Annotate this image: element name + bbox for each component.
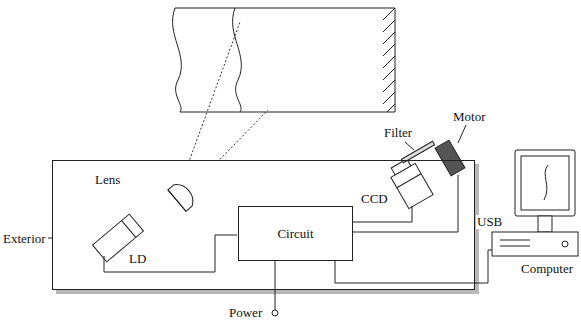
leader-line: [458, 125, 466, 143]
ccd-lens: [391, 159, 411, 175]
wire: [335, 250, 492, 283]
break-line: [233, 8, 242, 112]
housing-label: Exterior: [3, 232, 46, 246]
exterior-shadow: [52, 160, 479, 294]
part-label: LD: [128, 252, 147, 266]
part-label: Filter: [383, 126, 413, 140]
laser-diode-line: [122, 221, 136, 238]
part-label: Motor: [452, 110, 487, 124]
leader-line: [405, 142, 414, 150]
lens-line: [168, 190, 186, 211]
monitor-stand: [538, 216, 552, 232]
wire: [352, 206, 412, 222]
drive-slot: [500, 240, 530, 241]
object-edge: [175, 8, 395, 9]
monitor: [515, 150, 575, 216]
wire: [352, 175, 458, 232]
box-label: Circuit: [277, 227, 313, 241]
wires: [104, 175, 492, 316]
screen: [521, 156, 569, 210]
hatching: [383, 8, 395, 112]
port-label: USB: [476, 215, 503, 229]
housing-ground: [52, 160, 475, 290]
power-button: [562, 241, 568, 247]
wire: [104, 235, 237, 272]
motor-body: [435, 140, 465, 176]
part-label: Lens: [94, 173, 121, 187]
computer-tower: [492, 232, 578, 256]
computer: [492, 150, 578, 256]
object-edge: [395, 8, 396, 112]
wire: [275, 260, 276, 310]
lens: [168, 180, 198, 211]
measured-object: [173, 8, 395, 116]
ccd-line: [397, 174, 421, 188]
power-terminal: [272, 310, 278, 316]
screen-curve: [544, 165, 548, 200]
part-label: Computer: [520, 262, 574, 276]
lens-shape: [168, 180, 198, 211]
ccd-camera: [387, 140, 465, 208]
terminal-label: Power: [228, 306, 263, 320]
part-label: CCD: [360, 192, 389, 206]
break-line: [173, 8, 182, 112]
drive-slot: [500, 246, 530, 247]
process-box: Circuit: [238, 206, 353, 261]
object-edge: [180, 112, 395, 113]
